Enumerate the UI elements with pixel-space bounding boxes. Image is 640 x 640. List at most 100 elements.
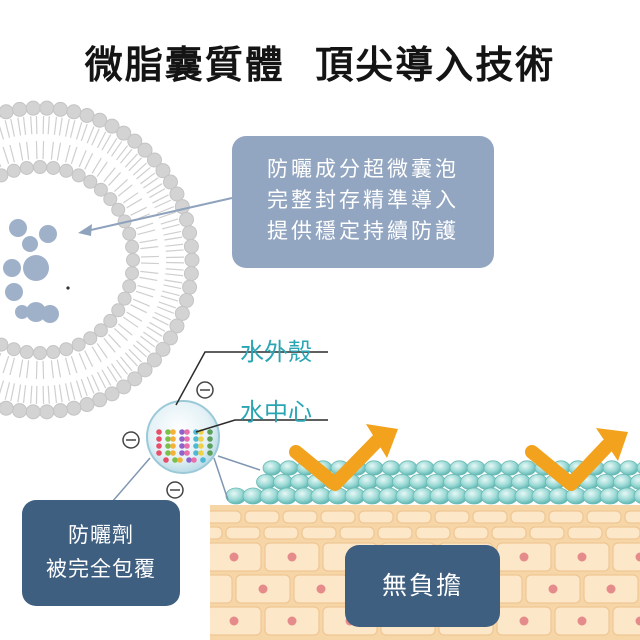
lipid-tail — [158, 211, 177, 219]
lipid-head — [137, 362, 153, 378]
skin-cell — [320, 510, 356, 524]
lipid-tail — [64, 144, 71, 163]
lipid-tail — [113, 327, 128, 342]
surface-sphere — [279, 460, 299, 476]
lipid-head — [125, 266, 140, 281]
lipid-head — [0, 104, 14, 120]
skin-cell — [210, 510, 242, 524]
surface-sphere — [256, 473, 276, 490]
lipid-tail — [163, 284, 182, 290]
lipid-head — [146, 152, 162, 168]
skin-cell — [567, 526, 603, 540]
lipid-tail — [117, 184, 133, 197]
lipid-tail — [113, 178, 128, 193]
lipid-tail — [107, 172, 122, 187]
lipid-head — [122, 279, 137, 294]
lipid-head — [92, 392, 108, 408]
sunscreen-particle — [177, 457, 183, 463]
lipid-tail — [164, 279, 183, 284]
lipid-head — [155, 163, 171, 179]
cell-nucleus — [229, 616, 239, 626]
no-burden-callout: 無負擔 — [345, 545, 500, 627]
core-particle — [5, 283, 23, 301]
lipid-tail — [143, 177, 159, 189]
lipid-tail — [163, 230, 182, 236]
spread-line-3 — [111, 457, 151, 503]
surface-sphere — [500, 460, 520, 476]
skin-cell — [472, 510, 508, 524]
lipid-tail — [80, 378, 88, 397]
lipid-tail — [96, 161, 108, 178]
skin-cell — [282, 510, 318, 524]
leader-line-outer-shell — [175, 351, 328, 406]
sunscreen-particle — [193, 443, 199, 449]
lipid-head — [93, 323, 108, 338]
cell-nucleus — [258, 584, 268, 594]
sunscreen-particle — [184, 436, 190, 442]
surface-sphere — [381, 460, 401, 476]
cell-nucleus — [577, 616, 587, 626]
lipid-tail — [56, 359, 62, 378]
lipid-head — [33, 346, 47, 360]
lipid-tail — [137, 284, 156, 291]
lipid-tail — [140, 255, 159, 258]
lipid-tail — [132, 298, 150, 307]
lipid-tail — [101, 134, 112, 151]
sunscreen-particle — [193, 436, 199, 442]
skin-cell — [339, 526, 375, 540]
check-arrow-icon — [289, 424, 398, 491]
lipid-head — [179, 212, 195, 228]
sunscreen-particle — [207, 450, 213, 456]
core-particle — [9, 219, 27, 237]
skin-cell — [453, 526, 489, 540]
sunscreen-particle — [179, 429, 185, 435]
cell-nucleus — [229, 552, 239, 562]
lipid-head — [162, 174, 178, 190]
cell-nucleus — [201, 585, 210, 594]
lipid-tail — [86, 376, 95, 394]
lipid-head — [103, 313, 118, 328]
surface-sphere — [449, 460, 469, 476]
lipid-tail — [78, 352, 87, 370]
sunscreen-particle — [184, 443, 190, 449]
lipid-tail — [70, 355, 78, 374]
cell-nucleus — [287, 552, 297, 562]
lipid-tail — [122, 192, 139, 204]
lipid-tail — [96, 371, 107, 389]
lipid-tail — [140, 246, 159, 250]
liposome-diagram — [0, 100, 200, 420]
cell-nucleus — [606, 584, 616, 594]
lipid-tail — [140, 172, 156, 185]
lipid-tail — [91, 346, 102, 363]
lipid-head — [116, 379, 132, 395]
lipid-tail — [111, 141, 123, 157]
sunscreen-particle — [172, 457, 178, 463]
outer-shell-label: 水外殼 — [240, 338, 312, 366]
lipid-head — [0, 400, 14, 416]
callout-line: 完整封存精準導入 — [267, 188, 459, 212]
skin-surface-spheres — [225, 460, 640, 505]
lipid-tail — [58, 117, 63, 136]
lipid-head — [39, 404, 55, 420]
lipid-tail — [107, 333, 122, 348]
lipid-tail — [137, 229, 156, 236]
lipid-head — [126, 253, 140, 267]
lipid-tail — [122, 316, 139, 328]
sunscreen-particle — [179, 436, 185, 442]
lipid-tail — [156, 206, 175, 214]
lipid-tail — [132, 344, 147, 358]
lipid-tail — [111, 363, 123, 379]
core-particle — [22, 236, 38, 252]
lipid-tail — [50, 360, 54, 379]
sunscreen-particle — [165, 429, 171, 435]
lipid-head — [111, 303, 126, 318]
sunscreen-particle — [193, 450, 199, 456]
lipid-tail — [64, 118, 70, 137]
lipid-tail — [149, 321, 166, 332]
cell-nucleus — [635, 552, 640, 562]
skin-cell — [612, 606, 640, 636]
lipid-tail — [146, 183, 163, 194]
sunscreen-particle — [165, 436, 171, 442]
lipid-head — [183, 238, 199, 254]
cell-nucleus — [635, 616, 640, 626]
